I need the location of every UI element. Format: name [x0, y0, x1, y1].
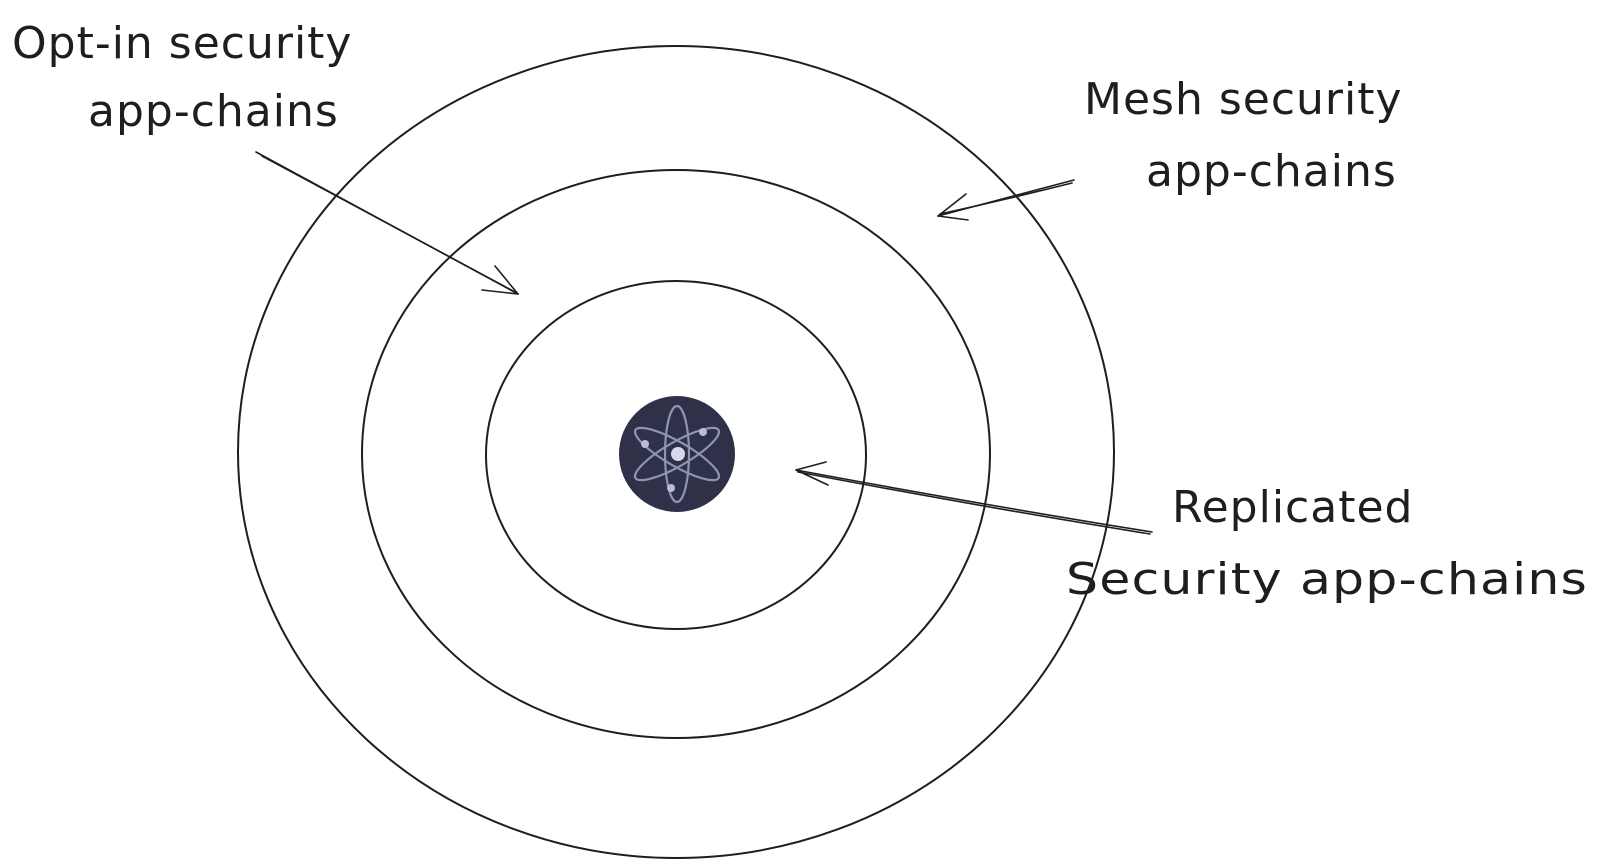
arrow-mesh-security [937, 179, 1075, 221]
outer-ring-mesh-security [237, 45, 1115, 859]
label-mesh-line2: app-chains [1146, 146, 1397, 197]
electron-bottom [667, 484, 675, 492]
label-opt-in-line2: app-chains [88, 86, 339, 137]
electron-left [641, 440, 649, 448]
inner-ring-replicated-security [485, 280, 867, 630]
electron-right [699, 428, 707, 436]
label-replicated-line1: Replicated [1172, 482, 1413, 533]
nucleus [671, 447, 685, 461]
orbit-vertical [663, 404, 691, 504]
label-replicated-line2: Security app-chains [1066, 554, 1588, 605]
arrow-opt-in-security [255, 151, 519, 295]
label-mesh-line1: Mesh security [1084, 74, 1403, 125]
arrow-replicated-security [795, 461, 1153, 535]
label-opt-in-line1: Opt-in security [12, 18, 352, 69]
cosmos-atom-icon [619, 396, 735, 512]
orbit-tilted-right [633, 426, 721, 482]
middle-ring-opt-in-security [361, 169, 991, 739]
orbit-tilted-left [633, 426, 721, 482]
